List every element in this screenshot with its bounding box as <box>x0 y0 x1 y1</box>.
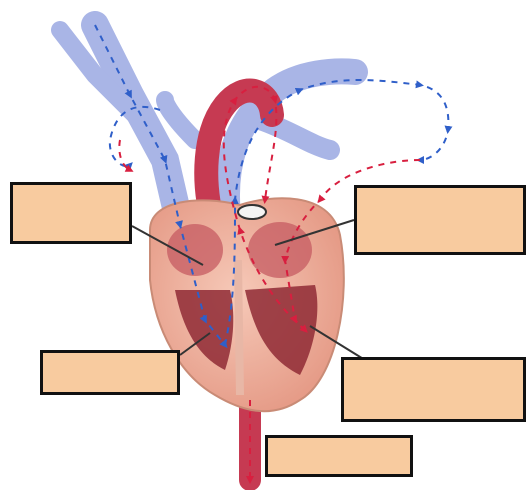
label-box-mid-left[interactable] <box>40 350 180 395</box>
aortic-valve <box>238 205 266 219</box>
label-box-bottom[interactable] <box>265 435 413 477</box>
septum <box>238 260 240 395</box>
label-box-mid-right[interactable] <box>341 357 526 422</box>
label-box-top-right[interactable] <box>354 185 526 255</box>
label-box-top-left[interactable] <box>10 182 132 244</box>
pulmonary-artery-left <box>165 100 195 140</box>
